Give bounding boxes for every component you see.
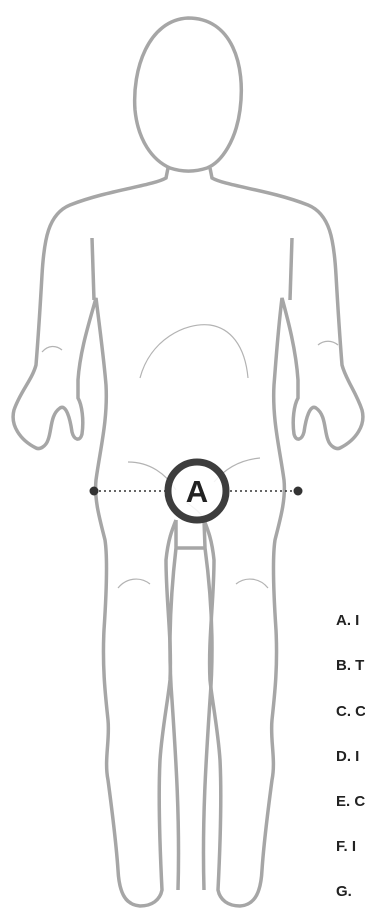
right-elbow-curve — [318, 341, 338, 345]
legend-item-e: E. C — [336, 793, 365, 810]
legend-item-g: G. — [336, 883, 352, 900]
inner-legs — [170, 520, 212, 890]
left-arm-inner — [92, 238, 94, 300]
legend-item-f: F. I — [336, 838, 356, 855]
right-arm-inner — [290, 238, 292, 300]
chest-curve — [140, 325, 248, 378]
legend-item-c: C. C — [336, 703, 365, 720]
legend-item-a: A. I — [336, 612, 359, 629]
head-outline — [135, 18, 242, 171]
marker-a-label: A — [186, 474, 208, 509]
measurement-legend: A. I B. T C. C D. I E. C F. I G. — [336, 0, 365, 915]
left-elbow-curve — [42, 346, 62, 352]
knee-curve-left — [118, 579, 150, 588]
legend-item-d: D. I — [336, 748, 359, 765]
legend-item-b: B. T — [336, 657, 364, 674]
measurement-endpoint-left — [90, 487, 99, 496]
knee-curve-right — [236, 579, 268, 588]
measurement-endpoint-right — [294, 487, 303, 496]
